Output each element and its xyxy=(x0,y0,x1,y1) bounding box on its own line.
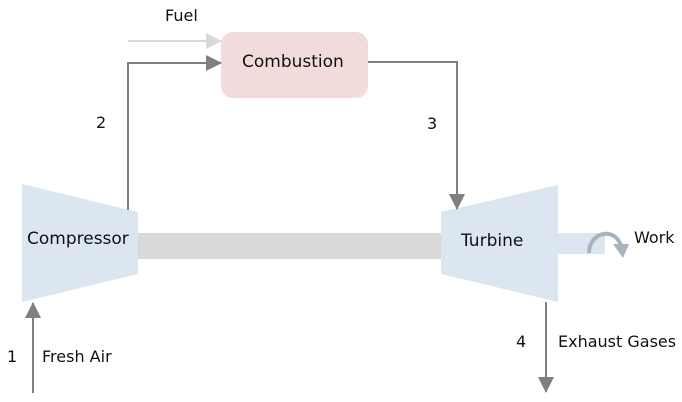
fresh-air-label: Fresh Air xyxy=(42,347,112,366)
flow-line-2 xyxy=(127,55,222,210)
combustion-shape xyxy=(221,32,368,98)
combustion-label: Combustion xyxy=(242,52,344,72)
fuel-label: Fuel xyxy=(165,6,198,25)
state-point-3: 3 xyxy=(427,114,438,133)
state-point-2: 2 xyxy=(96,113,107,132)
work-rotation-icon xyxy=(587,231,623,254)
compressor-label: Compressor xyxy=(27,229,129,249)
turbine-label: Turbine xyxy=(461,231,524,251)
exhaust-label: Exhaust Gases xyxy=(558,332,677,351)
compressor-shape xyxy=(22,184,138,302)
work-rotation-arrowhead xyxy=(613,244,629,258)
state-point-1: 1 xyxy=(7,347,18,366)
flow-line-3 xyxy=(368,61,465,210)
shaft xyxy=(136,233,444,259)
turbine-shape xyxy=(441,185,558,302)
state-point-4: 4 xyxy=(516,332,527,351)
work-label: Work xyxy=(634,228,675,247)
